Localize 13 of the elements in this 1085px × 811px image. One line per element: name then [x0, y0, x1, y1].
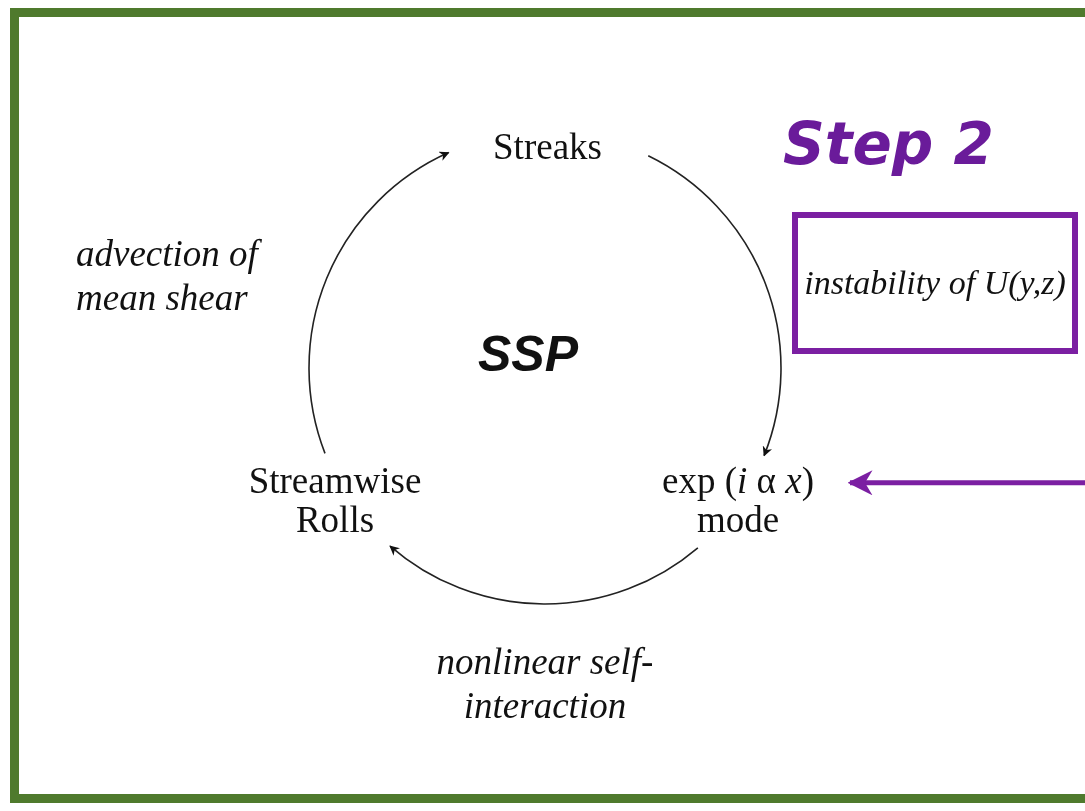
- annotation-box: [792, 212, 1078, 354]
- arrow: [847, 470, 1085, 496]
- edge-label: nonlinear self-interaction: [435, 640, 655, 729]
- edge-label: advection of mean shear: [76, 232, 336, 321]
- arrow: [389, 545, 699, 605]
- center-label: SSP: [478, 325, 579, 383]
- node-label: Streamwise Rolls: [247, 462, 423, 540]
- node-label: exp (i α x) mode: [661, 462, 815, 540]
- arrow: [308, 151, 450, 455]
- annotation-text: instability of U(y,z): [804, 265, 1066, 301]
- step-heading: Step 2: [783, 110, 994, 178]
- arrow: [647, 155, 782, 457]
- node-label: Streaks: [492, 128, 603, 167]
